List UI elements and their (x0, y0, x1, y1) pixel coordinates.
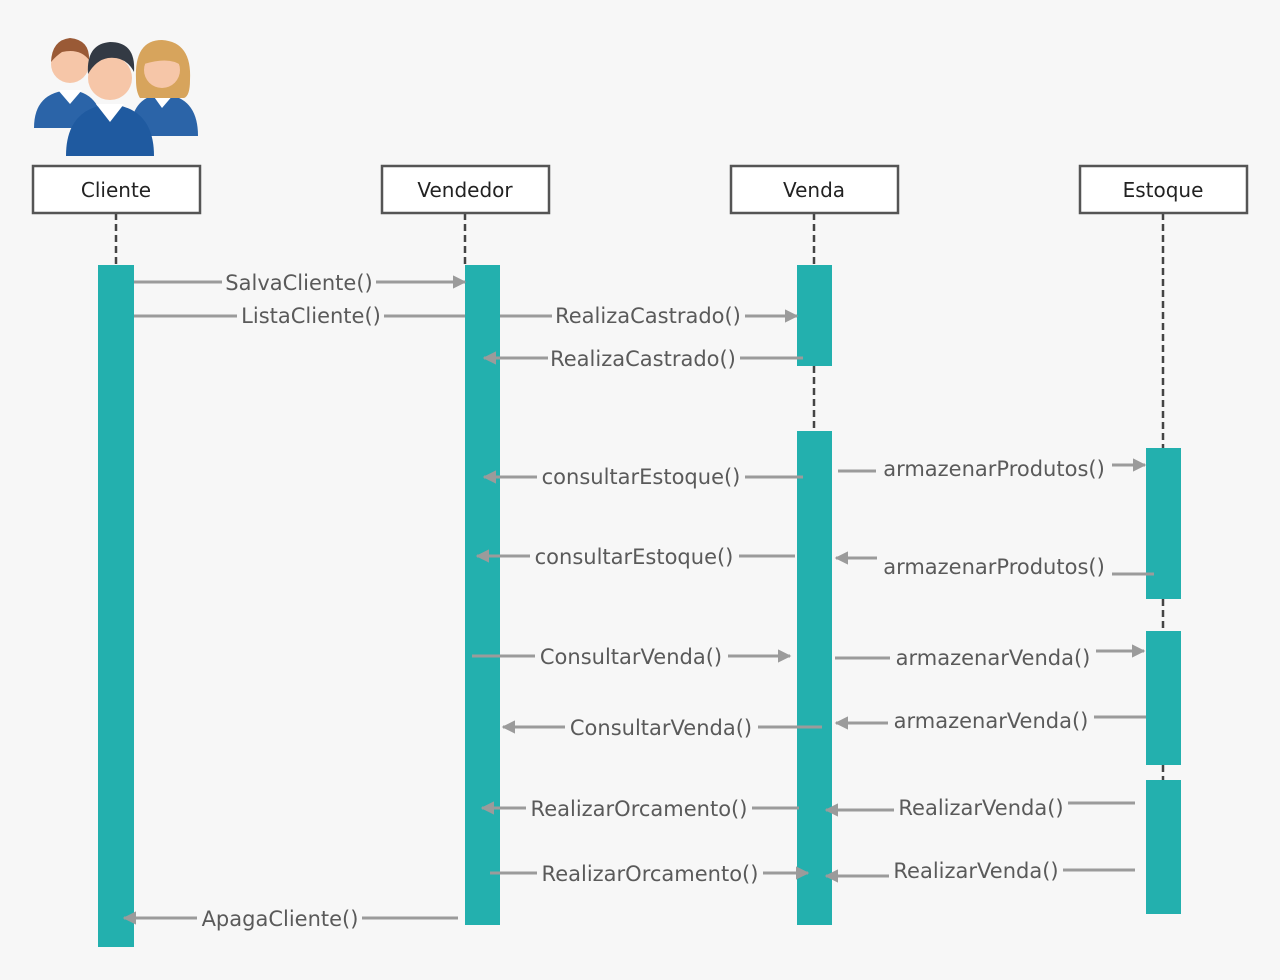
activations (98, 265, 1181, 947)
message-label-consultar-venda-return: ConsultarVenda() (570, 716, 752, 740)
message-label-realiza-castrado: RealizaCastrado() (555, 304, 741, 328)
activation-bar-vendedor (465, 265, 500, 925)
participant-label: Estoque (1123, 178, 1204, 202)
message-label-armazenar-venda-return: armazenarVenda() (894, 709, 1089, 733)
message-label-realizar-orcamento-2: RealizarOrcamento() (542, 862, 759, 886)
message-label-realizar-venda-2: RealizarVenda() (893, 859, 1058, 883)
activation-bar-cliente (98, 265, 134, 947)
participant-cliente: Cliente (31, 164, 202, 215)
message-label-realizar-venda: RealizarVenda() (898, 796, 1063, 820)
message-label-salva-cliente: SalvaCliente() (225, 271, 372, 295)
participant-estoque: Estoque (1078, 164, 1249, 215)
message-label-lista-cliente: ListaCliente() (241, 304, 381, 328)
activation-bar-venda (797, 431, 832, 925)
users-group-icon (34, 38, 198, 156)
message-label-apaga-cliente: ApagaCliente() (202, 907, 359, 931)
message-label-consultar-venda: ConsultarVenda() (540, 645, 722, 669)
activation-bar-estoque (1146, 631, 1181, 765)
participant-label: Venda (783, 178, 845, 202)
activation-bar-estoque (1146, 780, 1181, 914)
participant-label: Cliente (81, 178, 151, 202)
participant-vendedor: Vendedor (380, 164, 551, 215)
activation-bar-estoque (1146, 448, 1181, 599)
message-labels: SalvaCliente() ListaCliente() RealizaCas… (202, 271, 1105, 931)
activation-bar-venda (797, 265, 832, 366)
participant-venda: Venda (729, 164, 900, 215)
message-label-realiza-castrado-return: RealizaCastrado() (550, 347, 736, 371)
message-label-armazenar-produtos: armazenarProdutos() (883, 457, 1105, 481)
message-label-armazenar-venda: armazenarVenda() (896, 646, 1091, 670)
message-label-consultar-estoque-return: consultarEstoque() (535, 545, 734, 569)
message-label-consultar-estoque: consultarEstoque() (542, 465, 741, 489)
message-label-realizar-orcamento: RealizarOrcamento() (531, 797, 748, 821)
message-label-armazenar-produtos-return: armazenarProdutos() (883, 555, 1105, 579)
messages (122, 275, 1154, 925)
lifelines (114, 213, 1165, 780)
participant-label: Vendedor (417, 178, 513, 202)
